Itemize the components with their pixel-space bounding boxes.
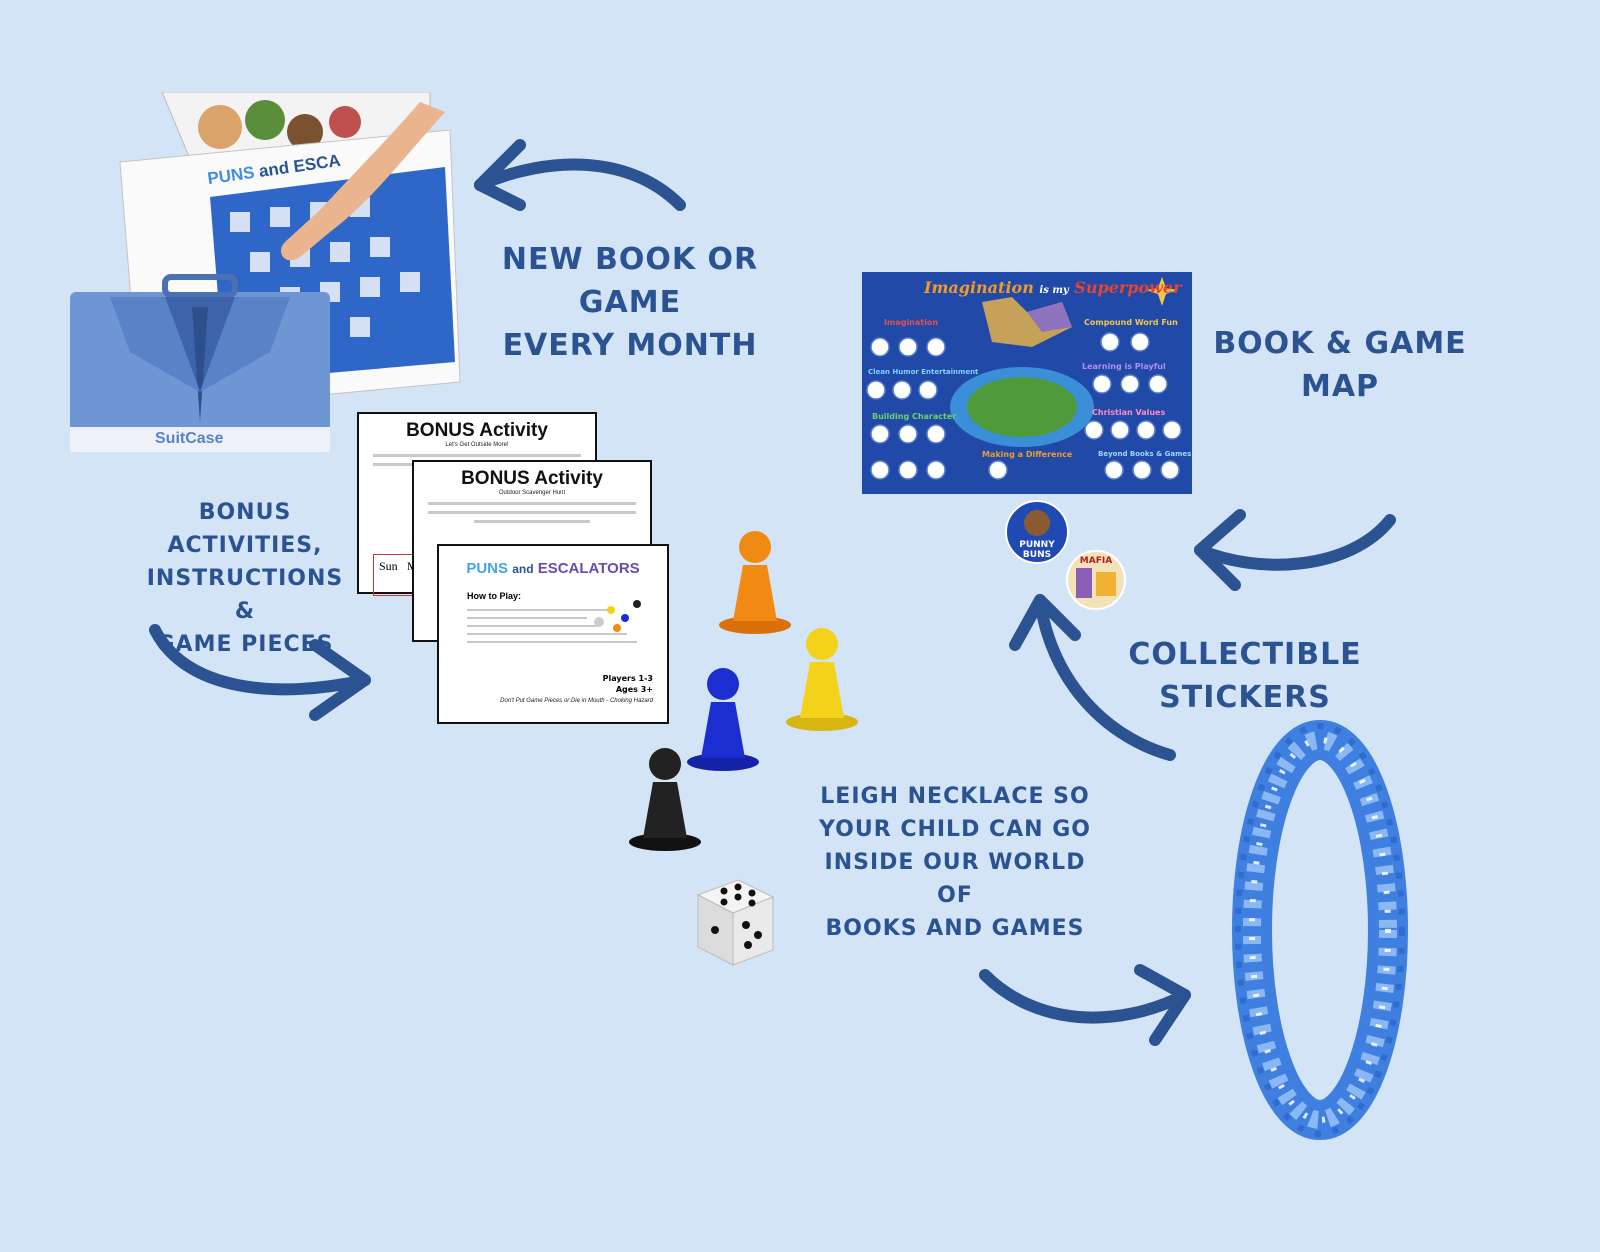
suitcase-label: SuitCase <box>155 430 224 447</box>
bonus-sheet-title: BONUS Activity <box>461 468 603 489</box>
die <box>696 879 775 966</box>
rules-title-and: and <box>512 562 534 576</box>
map-region-label: Building Character <box>872 412 957 421</box>
map-title-3: Superpower <box>1074 278 1182 297</box>
caption-necklace: Leigh necklace so your child can go insi… <box>819 784 1091 941</box>
book-game-map: Imagination is my Superpower Imagination… <box>862 272 1192 494</box>
map-title-1: Imagination <box>924 278 1034 297</box>
map-region-label: Christian Values <box>1092 408 1166 417</box>
map-title-2: is my <box>1039 285 1069 296</box>
suitcase-game-photo: PUNS and ESCA SuitCase <box>70 91 465 462</box>
rules-title-escalators: ESCALATORS <box>537 560 640 577</box>
arrow-map <box>1194 509 1396 591</box>
rules-sheet: PUNS and ESCALATORS How to Play: Players… <box>437 544 669 724</box>
bonus-sheet-title: BONUS Activity <box>406 420 548 441</box>
map-region-label: Beyond Books & Games <box>1098 450 1192 458</box>
arrow-monthly <box>474 139 686 211</box>
map-region-label: Learning is Playful <box>1082 362 1166 371</box>
pawn-yellow <box>786 628 858 731</box>
map-region-label: Imagination <box>884 318 939 327</box>
arrow-bonus <box>149 624 371 721</box>
caption-monthly: New book or game every month <box>501 242 759 363</box>
arrow-stickers <box>1009 594 1176 761</box>
arrow-necklace <box>979 964 1191 1046</box>
pawn-blue <box>687 668 759 771</box>
lei-necklace <box>1232 720 1408 1140</box>
caption-map: Book & game map <box>1213 326 1467 404</box>
rules-how-to-play: How to Play: <box>467 591 522 601</box>
caption-stickers: Collectible stickers <box>1128 637 1362 715</box>
sticker-mafia: MAFIA <box>1066 550 1126 610</box>
rules-title-puns: PUNS <box>466 560 509 577</box>
caption-bonus: Bonus activities, instructions & game pi… <box>146 500 344 657</box>
map-region-label: Compound Word Fun <box>1084 318 1178 327</box>
sticker-punny-buns: PUNNY BUNS <box>1005 500 1069 564</box>
map-region-label: Making a Difference <box>982 450 1073 459</box>
pawn-orange <box>719 531 791 634</box>
pawn-black <box>629 748 701 851</box>
map-region-label: Clean Humor Entertainment <box>868 368 979 376</box>
